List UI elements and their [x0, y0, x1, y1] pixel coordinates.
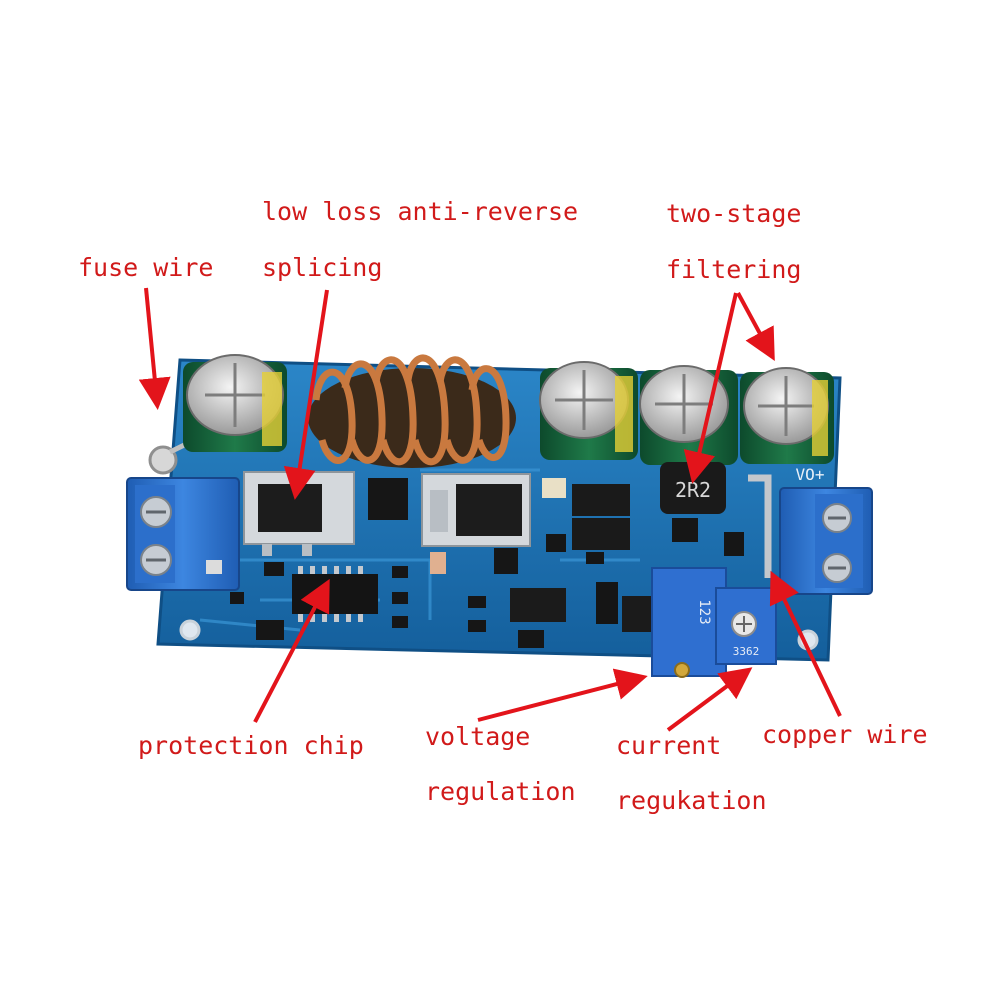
- arrow-copper-wire: [769, 570, 842, 717]
- voltage-trimmer: 123: [651, 567, 727, 678]
- current-trimmer-marking: 3362: [733, 645, 760, 658]
- label-anti-reverse-line1: low loss anti-reverse: [262, 197, 579, 226]
- power-inductor: 2R2: [660, 462, 726, 514]
- label-voltage-line2: regulation: [425, 777, 576, 806]
- label-filtering-line1: two-stage: [666, 199, 802, 228]
- arrow-protection-chip: [253, 578, 330, 723]
- voltage-trimmer-marking: 123: [696, 599, 712, 624]
- label-voltage-line1: voltage: [425, 722, 531, 751]
- arrow-current-regulation: [666, 667, 753, 732]
- output-capacitor-3: [740, 367, 834, 464]
- label-filtering-line2: filtering: [666, 255, 802, 284]
- toroidal-inductor: [308, 354, 516, 468]
- input-capacitor: [183, 354, 287, 452]
- output-silkscreen: VO+: [796, 465, 825, 484]
- output-capacitor-1: [539, 361, 638, 460]
- switching-mosfet: [421, 473, 531, 547]
- label-current-line1: current: [616, 731, 722, 760]
- arrow-filtering-capacitor: [736, 292, 775, 362]
- copper-wire-component: [748, 474, 772, 578]
- mounting-hole: [179, 619, 201, 641]
- label-copper-wire: copper wire: [762, 720, 928, 749]
- arrow-fuse-wire: [138, 287, 171, 410]
- arrow-voltage-regulation: [477, 668, 648, 722]
- smd-components: [206, 478, 744, 648]
- output-terminal-block: [779, 487, 873, 595]
- arrow-anti-reverse: [283, 289, 329, 500]
- inductor-marking: 2R2: [675, 478, 711, 502]
- arrow-filtering-inductor: [683, 292, 738, 484]
- annotation-arrows: [138, 287, 842, 732]
- label-current-line2: regukation: [616, 786, 767, 815]
- current-trimmer: 3362: [715, 587, 777, 665]
- label-fuse-wire: fuse wire: [78, 253, 214, 282]
- label-protection-chip: protection chip: [138, 731, 364, 760]
- output-capacitor-2: [639, 365, 738, 465]
- protection-chip-component: [292, 566, 378, 622]
- input-terminal-block: [126, 477, 240, 591]
- label-anti-reverse-line2: splicing: [262, 253, 383, 282]
